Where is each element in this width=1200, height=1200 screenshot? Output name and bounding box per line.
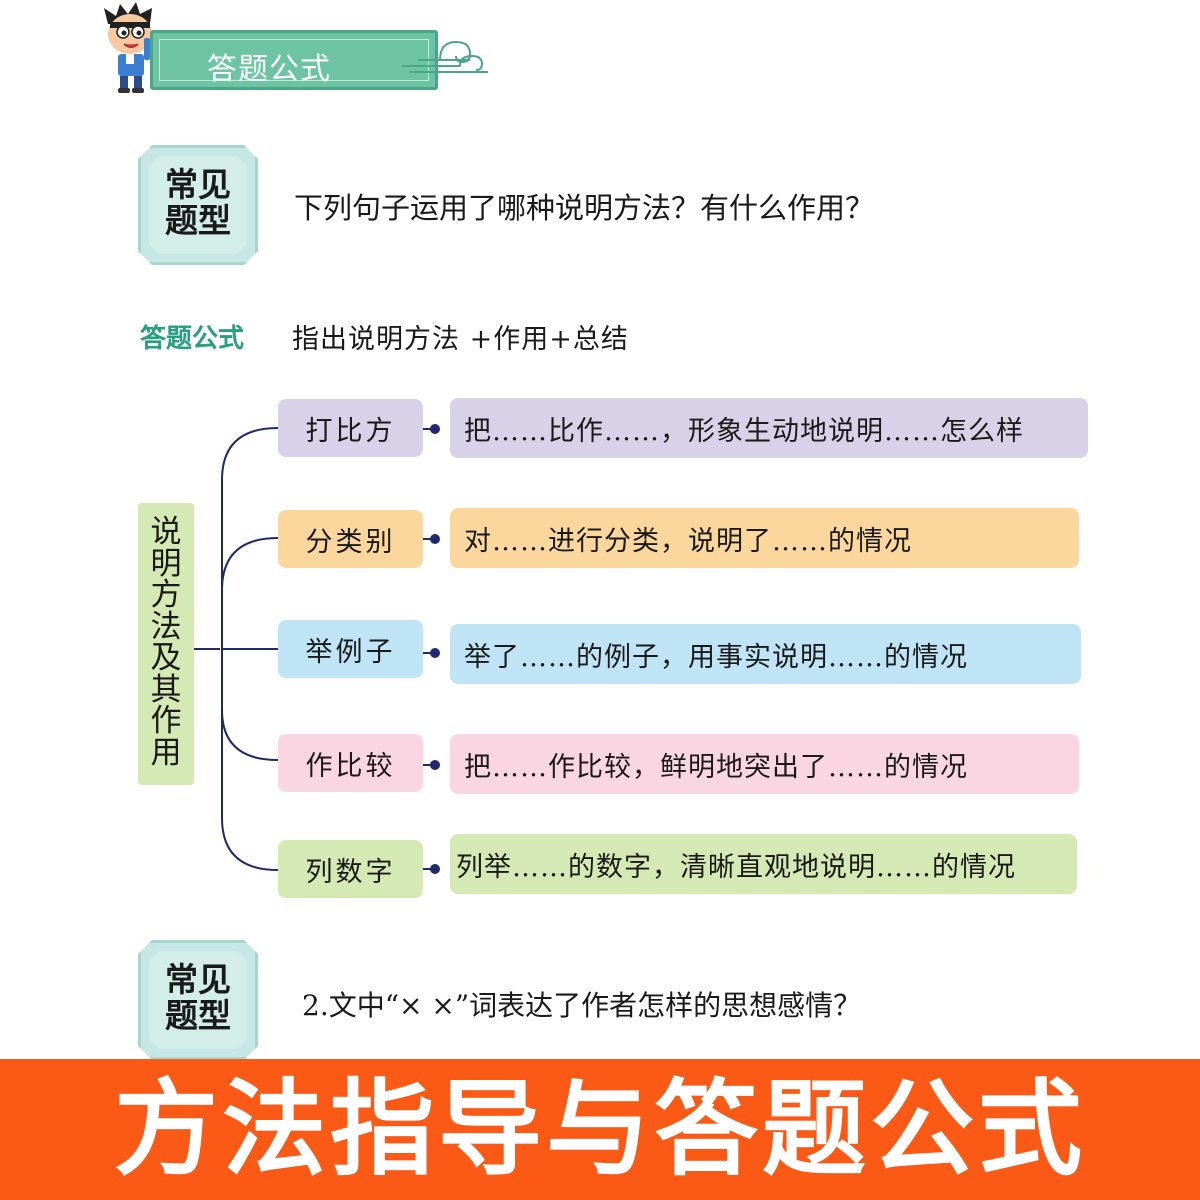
- connector-dot-icon: [430, 424, 440, 434]
- method-name: 列数字: [278, 840, 423, 898]
- header-banner: 答题公式: [150, 30, 438, 90]
- header-title: 答题公式: [207, 52, 331, 87]
- method-desc: 把……比作……，形象生动地说明……怎么样: [450, 398, 1088, 458]
- connector-line: [423, 538, 435, 540]
- question-2-text: 2.文中“× ×”词表达了作者怎样的思想感情？: [302, 989, 862, 1022]
- method-name: 打比方: [278, 399, 423, 457]
- bottom-banner: 方法指导与答题公式: [0, 1059, 1200, 1200]
- connector-dot-icon: [430, 864, 440, 874]
- method-name: 分类别: [278, 510, 423, 568]
- connector-line: [423, 652, 435, 654]
- connector-dot-icon: [430, 648, 440, 658]
- connector-line: [423, 868, 435, 870]
- method-desc: 举了……的例子，用事实说明……的情况: [450, 624, 1081, 684]
- question-1-text: 下列句子运用了哪种说明方法？有什么作用？: [294, 191, 875, 225]
- question-type-badge: 常见题型: [138, 940, 258, 1060]
- badge-text: 常见题型: [165, 165, 231, 240]
- connector-line: [423, 428, 435, 430]
- methods-label-text: 说明方法及其作用: [150, 514, 182, 771]
- formula-label: 答题公式: [140, 324, 245, 354]
- connector-line: [423, 764, 435, 766]
- method-desc: 把……作比较，鲜明地突出了……的情况: [450, 734, 1079, 794]
- badge-text: 常见题型: [165, 960, 231, 1035]
- tree-connector-lines: [194, 427, 279, 871]
- method-desc: 对……进行分类，说明了……的情况: [450, 508, 1079, 568]
- cartoon-boy-icon: [96, 2, 166, 98]
- method-name: 举例子: [278, 620, 423, 678]
- formula-text: 指出说明方法 +作用+总结: [292, 324, 629, 355]
- methods-vertical-label: 说明方法及其作用: [138, 503, 194, 785]
- connector-dot-icon: [430, 760, 440, 770]
- bottom-title: 方法指导与答题公式: [113, 1068, 1086, 1190]
- method-name: 作比较: [278, 734, 423, 792]
- question-type-badge: 常见题型: [138, 145, 258, 265]
- connector-dot-icon: [430, 534, 440, 544]
- method-desc: 列举……的数字，清晰直观地说明……的情况: [450, 834, 1077, 894]
- cloud-swirl-icon: [400, 28, 495, 82]
